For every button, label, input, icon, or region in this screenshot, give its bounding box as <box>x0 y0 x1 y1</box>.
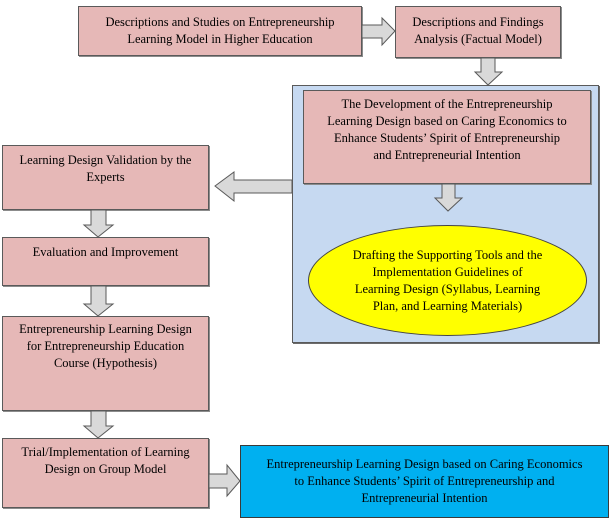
node-text-line: for Entrepreneurship Education <box>26 339 185 353</box>
node-text-line: and Entrepreneurial Intention <box>373 148 521 162</box>
node-text-line: Learning Design Validation by the <box>19 153 192 167</box>
arrow-down-icon <box>82 285 115 317</box>
node-findings-analysis: Descriptions and Findings Analysis (Fact… <box>395 6 561 58</box>
node-text-line: Implementation Guidelines of <box>372 264 523 279</box>
node-text-line: Descriptions and Studies on Entrepreneur… <box>105 15 335 29</box>
node-text-line: Experts <box>86 170 125 184</box>
node-text-line: Entrepreneurship Learning Design <box>19 322 192 336</box>
arrow-down-icon <box>473 57 504 86</box>
arrow-left-icon <box>214 171 293 203</box>
node-trial: Trial/Implementation of Learning Design … <box>2 438 209 508</box>
node-text-line: Drafting the Supporting Tools and the <box>352 247 543 262</box>
node-final-design: Entrepreneurship Learning Design based o… <box>240 445 609 518</box>
node-text-line: to Enhance Students’ Spirit of Entrepren… <box>294 474 555 488</box>
node-text-line: Course (Hypothesis) <box>53 356 158 370</box>
node-text-line: Descriptions and Findings <box>412 15 544 29</box>
node-descriptions-studies: Descriptions and Studies on Entrepreneur… <box>78 6 362 56</box>
node-drafting-tools: Drafting the Supporting Tools and the Im… <box>308 225 587 336</box>
node-text-line: Design on Group Model <box>44 462 167 476</box>
node-text-line: Evaluation and Improvement <box>32 245 179 259</box>
arrow-down-icon <box>82 209 115 238</box>
arrow-right-icon <box>361 16 396 47</box>
node-text-line: Trial/Implementation of Learning <box>21 445 190 459</box>
node-evaluation: Evaluation and Improvement <box>2 237 209 286</box>
node-text-line: Analysis (Factual Model) <box>414 32 542 46</box>
arrow-down-icon <box>433 183 464 212</box>
node-text-line: Enhance Students’ Spirit of Entrepreneur… <box>333 131 561 145</box>
node-text-line: Learning Design (Syllabus, Learning <box>354 281 541 296</box>
arrow-right-icon <box>208 463 241 498</box>
node-hypothesis: Entrepreneurship Learning Design for Ent… <box>2 316 209 411</box>
node-text-line: Plan, and Learning Materials) <box>372 298 523 313</box>
node-text-line: Learning Design based on Caring Economic… <box>327 114 567 128</box>
node-validation: Learning Design Validation by the Expert… <box>2 145 209 210</box>
node-text-line: Entrepreneurial Intention <box>361 491 488 505</box>
arrow-down-icon <box>82 410 115 439</box>
node-development: The Development of the Entrepreneurship … <box>303 90 591 184</box>
node-text-line: The Development of the Entrepreneurship <box>341 97 553 111</box>
node-text-line: Entrepreneurship Learning Design based o… <box>266 457 583 471</box>
node-text-line: Learning Model in Higher Education <box>127 32 313 46</box>
